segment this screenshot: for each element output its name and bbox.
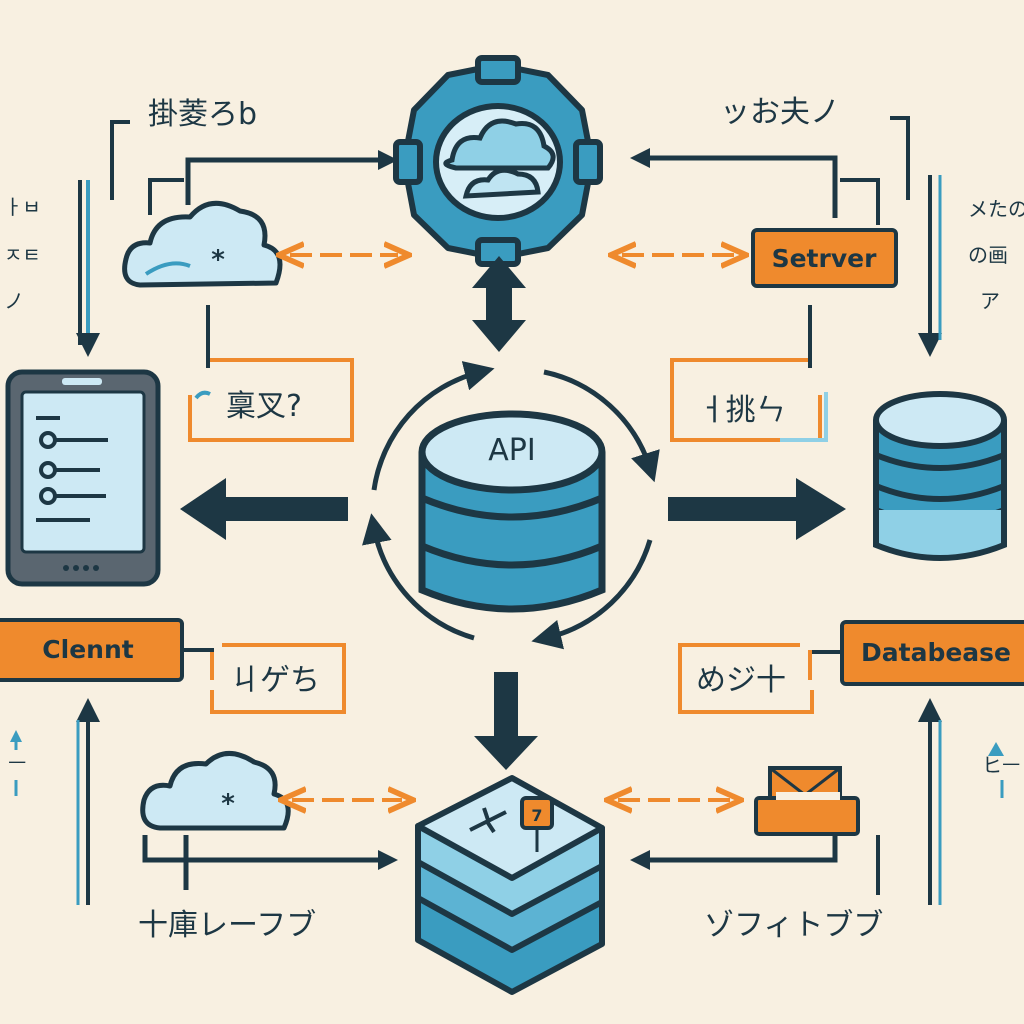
bottom-left-connector [142,835,388,890]
annotation-bottom-right: ゾフィトブブ [704,908,883,943]
side-note-right-upper-2: の画 [968,243,1008,267]
client-tag: Clennt [0,618,184,682]
side-note-right-upper-1: メたの [968,197,1024,221]
top-right-bracket [890,116,910,200]
notification-badge-icon: 7 [520,796,554,852]
plane-icon [469,807,507,834]
svg-text:7: 7 [531,806,542,825]
annotation-low-left: ㄐゲち [230,663,320,698]
arrow-api-to-stack [474,672,538,770]
tablet-client-icon [5,369,161,587]
top-left-connector [148,150,398,215]
api-label: API [488,433,535,468]
arrow-api-to-client [180,478,348,540]
server-stack-icon [415,775,605,995]
annotation-mid-left: 稟叉? [226,389,302,424]
side-note-left-upper-1: ㅏㅂ [4,195,41,219]
side-note-right-lower-1: ヒㅡ [982,753,1020,777]
client-tag-label: Clennt [42,635,133,664]
gear-cloud-icon [393,55,603,267]
top-left-bracket [110,120,130,200]
annotation-mid-right: ㅓ挑ㄣ [698,393,786,428]
server-tag: Setrver [751,228,898,288]
bottom-right-connector [630,835,838,870]
api-database-icon [418,410,606,613]
side-arrow-right-lower [988,742,1004,798]
gear-api-double-arrow [472,256,526,352]
side-arrow-mid-left [194,390,211,400]
annotation-top-left: 掛菱ろb [148,97,257,132]
side-note-left-lower-1: ㅡ [8,751,26,775]
side-arrow-mid-right [780,392,828,442]
annotation-bottom-left: 十庫レーフブ [138,908,316,943]
database-icon [873,391,1007,561]
svg-text:*: * [221,789,235,819]
side-note-left-upper-2: ㅈㅌ [4,243,41,267]
annotation-top-right: ッお夫ノ [720,95,840,130]
side-note-left-upper-3: ノ [4,289,24,313]
server-tag-label: Setrver [772,244,877,273]
side-note-right-upper-3: ア [980,289,1000,313]
arrow-api-to-database [668,478,846,540]
annotation-low-right: めジ十 [696,663,786,698]
cloud-icon-bottom-left: * [140,751,291,831]
svg-text:*: * [211,245,225,275]
side-arrow-left-lower [10,730,22,796]
cloud-icon-top-left: * [122,200,283,288]
api-cycle-arrows [362,361,660,650]
top-right-connector [630,148,880,225]
database-tag-label: Databease [861,638,1011,667]
database-tag: Databease [840,620,1024,686]
envelope-box-icon [754,766,860,836]
